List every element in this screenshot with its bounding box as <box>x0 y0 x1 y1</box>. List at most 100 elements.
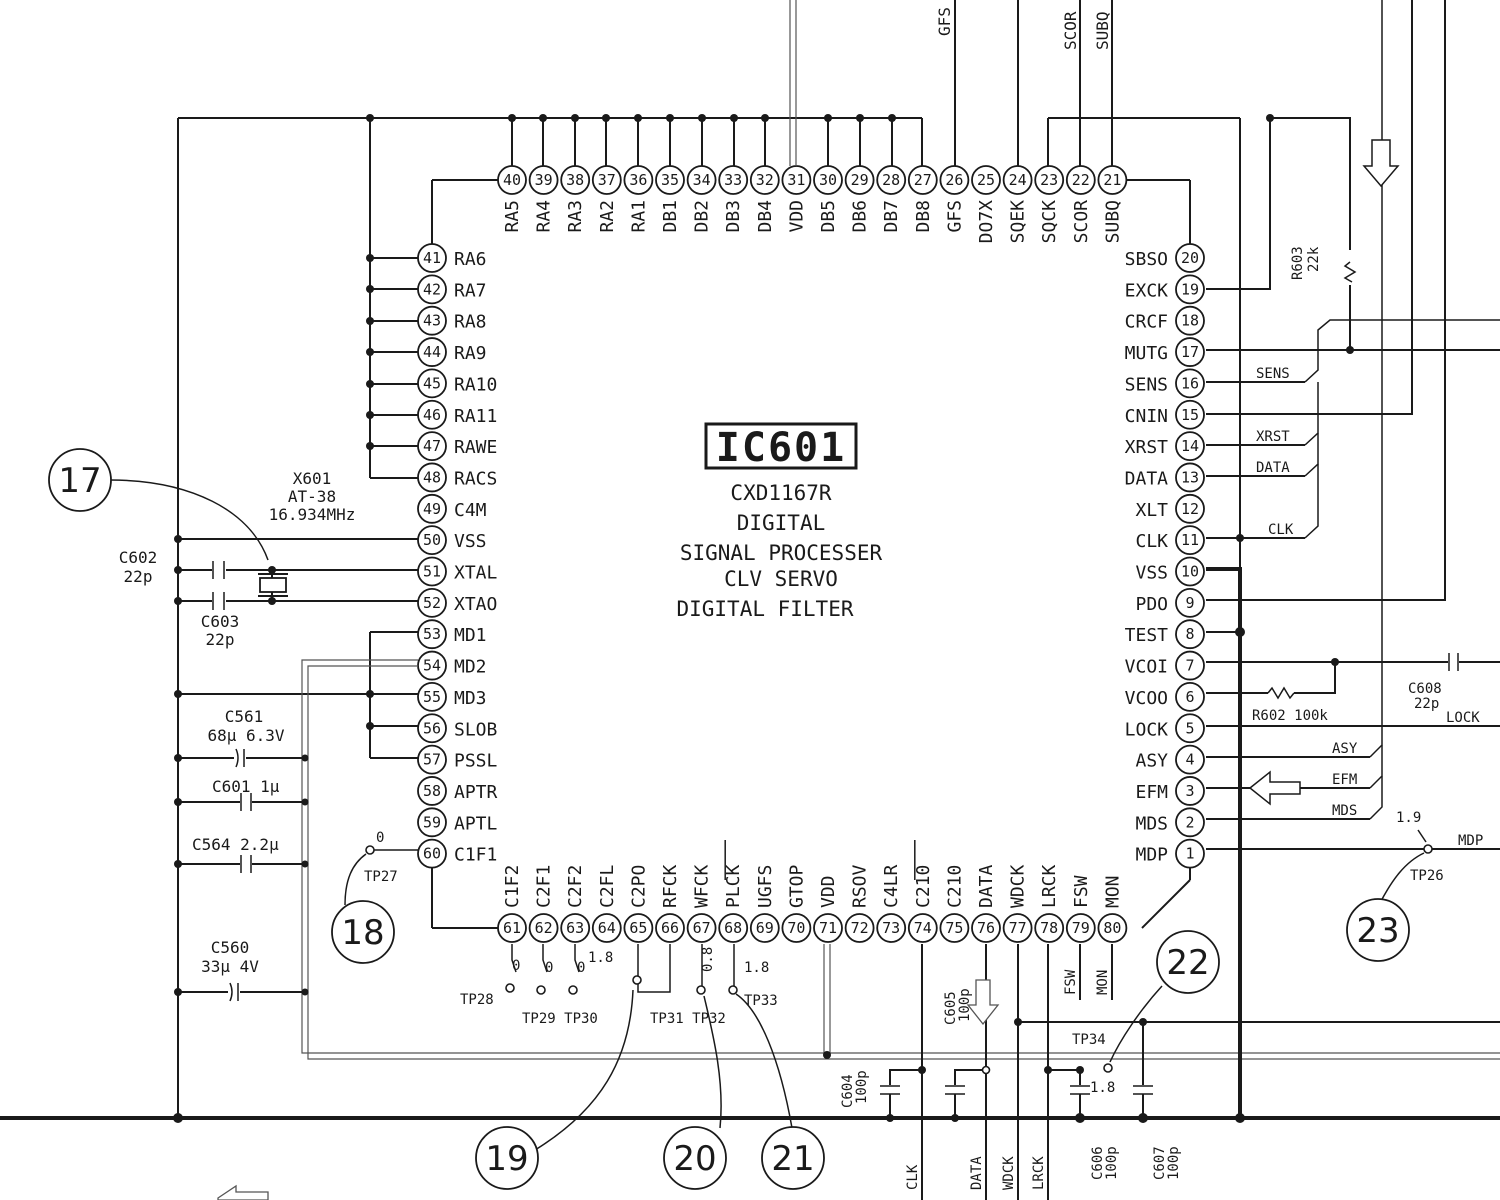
pin-label: C1F1 <box>454 845 497 866</box>
pin-number: 63 <box>566 919 584 937</box>
pins-right: 20SBSO19EXCK18CRCF17MUTG16SENS15CNIN14XR… <box>1125 243 1205 869</box>
voltage-tp31: 1.8 <box>588 950 613 966</box>
pin-number: 4 <box>1185 751 1194 769</box>
pin-label: RA10 <box>454 374 497 395</box>
pin-label: EXCK <box>1125 280 1169 301</box>
crystal-freq: 16.934MHz <box>269 505 356 524</box>
pin-label: C2FL <box>597 864 618 908</box>
res-r603-ref: R603 <box>1290 246 1306 280</box>
pin-label: SQEK <box>1008 200 1029 244</box>
pin-label: ASY <box>1135 751 1168 772</box>
pins-bottom: 61C1F262C2F163C2F264C2FL65C2PO66RFCK67WF… <box>497 840 1128 943</box>
pin-label: DB8 <box>913 200 934 233</box>
callout-18-label: 18 <box>341 913 384 953</box>
pin-label: DB7 <box>881 200 902 233</box>
pin-number: 6 <box>1185 688 1194 706</box>
callout-18 <box>331 900 395 964</box>
cap-c606-value: 100p <box>1104 1146 1120 1180</box>
pin-number: 48 <box>423 468 441 486</box>
pin-label: LRCK <box>1039 864 1060 908</box>
signal-label-xrst: XRST <box>1256 429 1290 445</box>
ic-title-box <box>704 422 858 470</box>
pin-number: 31 <box>787 171 805 189</box>
pin-label: VSS <box>1135 563 1168 584</box>
pin-number: 76 <box>977 919 995 937</box>
pin-label: VDD <box>786 200 807 233</box>
pin-number: 5 <box>1185 719 1194 737</box>
cap-c603-value: 22p <box>206 630 235 649</box>
pin-label: XLT <box>1135 500 1168 521</box>
pin-number: 19 <box>1181 280 1199 298</box>
signal-label-efm: EFM <box>1332 772 1357 788</box>
pin-circle <box>813 913 843 943</box>
signal-label-lrck-bottom: LRCK <box>1031 1156 1047 1190</box>
pin-number: 22 <box>1072 171 1090 189</box>
pin-circle <box>876 913 907 943</box>
callout-23-label: 23 <box>1356 911 1399 951</box>
pin-circle <box>1175 274 1205 305</box>
pin-circle <box>1175 493 1205 524</box>
pin-circle <box>939 913 970 943</box>
pin-label: XTAO <box>454 594 497 615</box>
pin-number: 69 <box>756 919 774 937</box>
pin-circle <box>560 913 591 943</box>
cap-c561-ref: C561 <box>225 707 264 726</box>
cap-c605-value: 100p <box>957 988 973 1022</box>
pin-label: PLCK <box>723 864 744 908</box>
pin-label: RA4 <box>534 200 555 233</box>
callout-17-label: 17 <box>58 461 101 501</box>
pin-circle <box>655 913 685 943</box>
pin-circle <box>971 165 1001 195</box>
pins-top: 40RA539RA438RA337RA236RA135DB134DB233DB3… <box>497 165 1128 244</box>
bottom-wiring <box>217 944 1500 1200</box>
pin-label: SBSO <box>1125 249 1168 270</box>
pin-number: 37 <box>598 171 616 189</box>
signal-label-clk-bottom: CLK <box>905 1164 921 1190</box>
pin-number: 23 <box>1040 171 1058 189</box>
testpoint-tp31-tp32: TP31 TP32 <box>650 1011 726 1027</box>
pin-number: 58 <box>423 782 441 800</box>
top-wiring <box>366 0 1113 478</box>
cap-c604-ref: C604 <box>840 1074 856 1108</box>
cap-c602-value: 22p <box>124 567 153 586</box>
pin-circle <box>844 913 875 943</box>
pin-circle <box>1002 913 1033 943</box>
pin-circle <box>1175 807 1205 838</box>
pin-circle <box>417 713 447 744</box>
pin-label: RA3 <box>565 200 586 233</box>
pin-label: GTOP <box>786 864 807 908</box>
pin-number: 20 <box>1181 249 1199 267</box>
pin-20: 20 SBSO <box>1125 243 1205 273</box>
cap-c608-ref: C608 <box>1408 681 1442 697</box>
pin-circle <box>1175 337 1205 367</box>
cap-c608-value: 22p <box>1414 696 1439 712</box>
pin-label: SCOR <box>1071 200 1092 244</box>
testpoint-tp33: TP33 <box>744 993 778 1009</box>
voltage-tp33: 1.8 <box>744 960 769 976</box>
